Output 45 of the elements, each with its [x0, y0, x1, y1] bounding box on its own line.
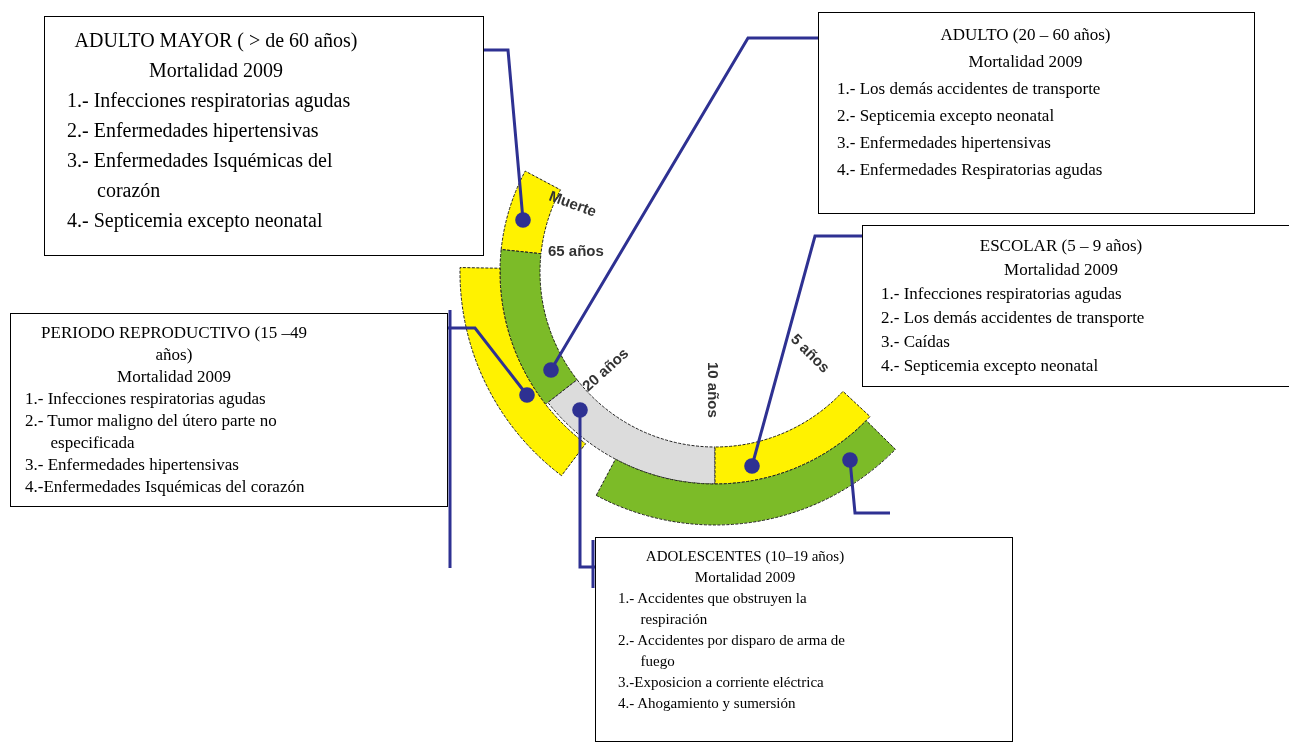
- leader-line: [842, 452, 890, 515]
- arc-segment: [595, 420, 896, 526]
- group-heading: ADOLESCENTES (10–19 años): [644, 547, 846, 566]
- age-label: 65 años: [548, 242, 604, 259]
- group-heading: ESCOLAR (5 – 9 años): [978, 235, 1144, 257]
- list-item: 2.- Enfermedades hipertensivas: [67, 118, 320, 144]
- list-item: 2.- Accidentes por disparo de arma de fuego: [618, 631, 846, 671]
- leader-line: [572, 402, 595, 569]
- leader-line: [744, 234, 862, 474]
- leader-line: [543, 36, 818, 378]
- list-item: 4.- Septicemia excepto neonatal: [67, 208, 324, 234]
- list-item: 4.- Septicemia excepto neonatal: [881, 355, 1100, 377]
- list-item: 4.- Ahogamiento y sumersión: [618, 694, 797, 713]
- callout-box: [818, 12, 1255, 214]
- group-heading: ADULTO (20 – 60 años): [939, 24, 1112, 46]
- callout-box: [595, 537, 1013, 742]
- list-item: 1.- Infecciones respiratorias agudas: [25, 388, 267, 410]
- list-item: 3.- Caídas: [881, 331, 951, 353]
- leader-line: [484, 48, 531, 228]
- year-subtitle: Mortalidad 2009: [967, 51, 1084, 73]
- callout-box: [44, 16, 484, 256]
- list-item: 4.-Enfermedades Isquémicas del corazón: [25, 476, 306, 498]
- leader-line: [448, 326, 535, 403]
- year-subtitle: Mortalidad 2009: [148, 58, 284, 83]
- list-item: 1.- Infecciones respiratorias agudas: [67, 88, 352, 114]
- list-item: 1.- Los demás accidentes de transporte: [837, 78, 1102, 100]
- list-item: 2.- Los demás accidentes de transporte: [881, 307, 1146, 329]
- list-item: 1.- Accidentes que obstruyen la respiración: [618, 589, 808, 629]
- list-item: 2.- Septicemia excepto neonatal: [837, 105, 1056, 127]
- year-subtitle: Mortalidad 2009: [693, 568, 797, 587]
- list-item: 3.- Enfermedades Isquémicas del corazón: [67, 148, 334, 203]
- list-item: 4.- Enfermedades Respiratorias agudas: [837, 159, 1104, 181]
- age-label: 10 años: [705, 362, 722, 418]
- callout-box: [862, 225, 1289, 387]
- list-item: 3.-Exposicion a corriente eléctrica: [618, 673, 825, 692]
- year-subtitle: Mortalidad 2009: [1003, 259, 1119, 281]
- list-item: 1.- Infecciones respiratorias agudas: [881, 283, 1123, 305]
- year-subtitle: Mortalidad 2009: [116, 366, 232, 388]
- group-heading: PERIODO REPRODUCTIVO (15 –49 años): [40, 322, 308, 366]
- list-item: 3.- Enfermedades hipertensivas: [837, 132, 1052, 154]
- age-label: Muerte: [546, 186, 599, 220]
- list-item: 2.- Tumor maligno del útero parte no especificada: [25, 410, 278, 454]
- callout-box: [10, 313, 448, 507]
- list-item: 3.- Enfermedades hipertensivas: [25, 454, 240, 476]
- group-heading: ADULTO MAYOR ( > de 60 años): [73, 28, 359, 54]
